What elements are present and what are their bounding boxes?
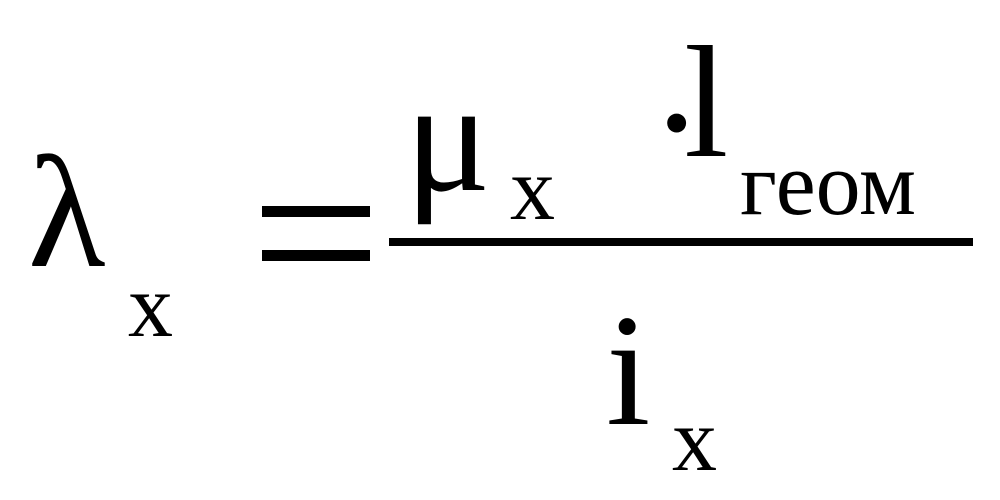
lambda-symbol: λ bbox=[28, 123, 106, 301]
mu-symbol: μ bbox=[405, 47, 491, 225]
lambda-subscript: x bbox=[128, 257, 173, 356]
equals-bar-bottom bbox=[262, 250, 370, 261]
fraction-bar bbox=[389, 238, 973, 246]
mu-subscript: x bbox=[510, 140, 555, 239]
multiply-dot: · bbox=[650, 33, 704, 211]
equals-sign bbox=[262, 176, 370, 261]
length-symbol: l bbox=[684, 13, 729, 191]
radius-of-gyration-subscript: x bbox=[672, 391, 717, 490]
equals-bar-top bbox=[262, 206, 370, 217]
length-subscript: геом bbox=[740, 135, 916, 234]
radius-of-gyration-symbol: i bbox=[606, 281, 651, 459]
